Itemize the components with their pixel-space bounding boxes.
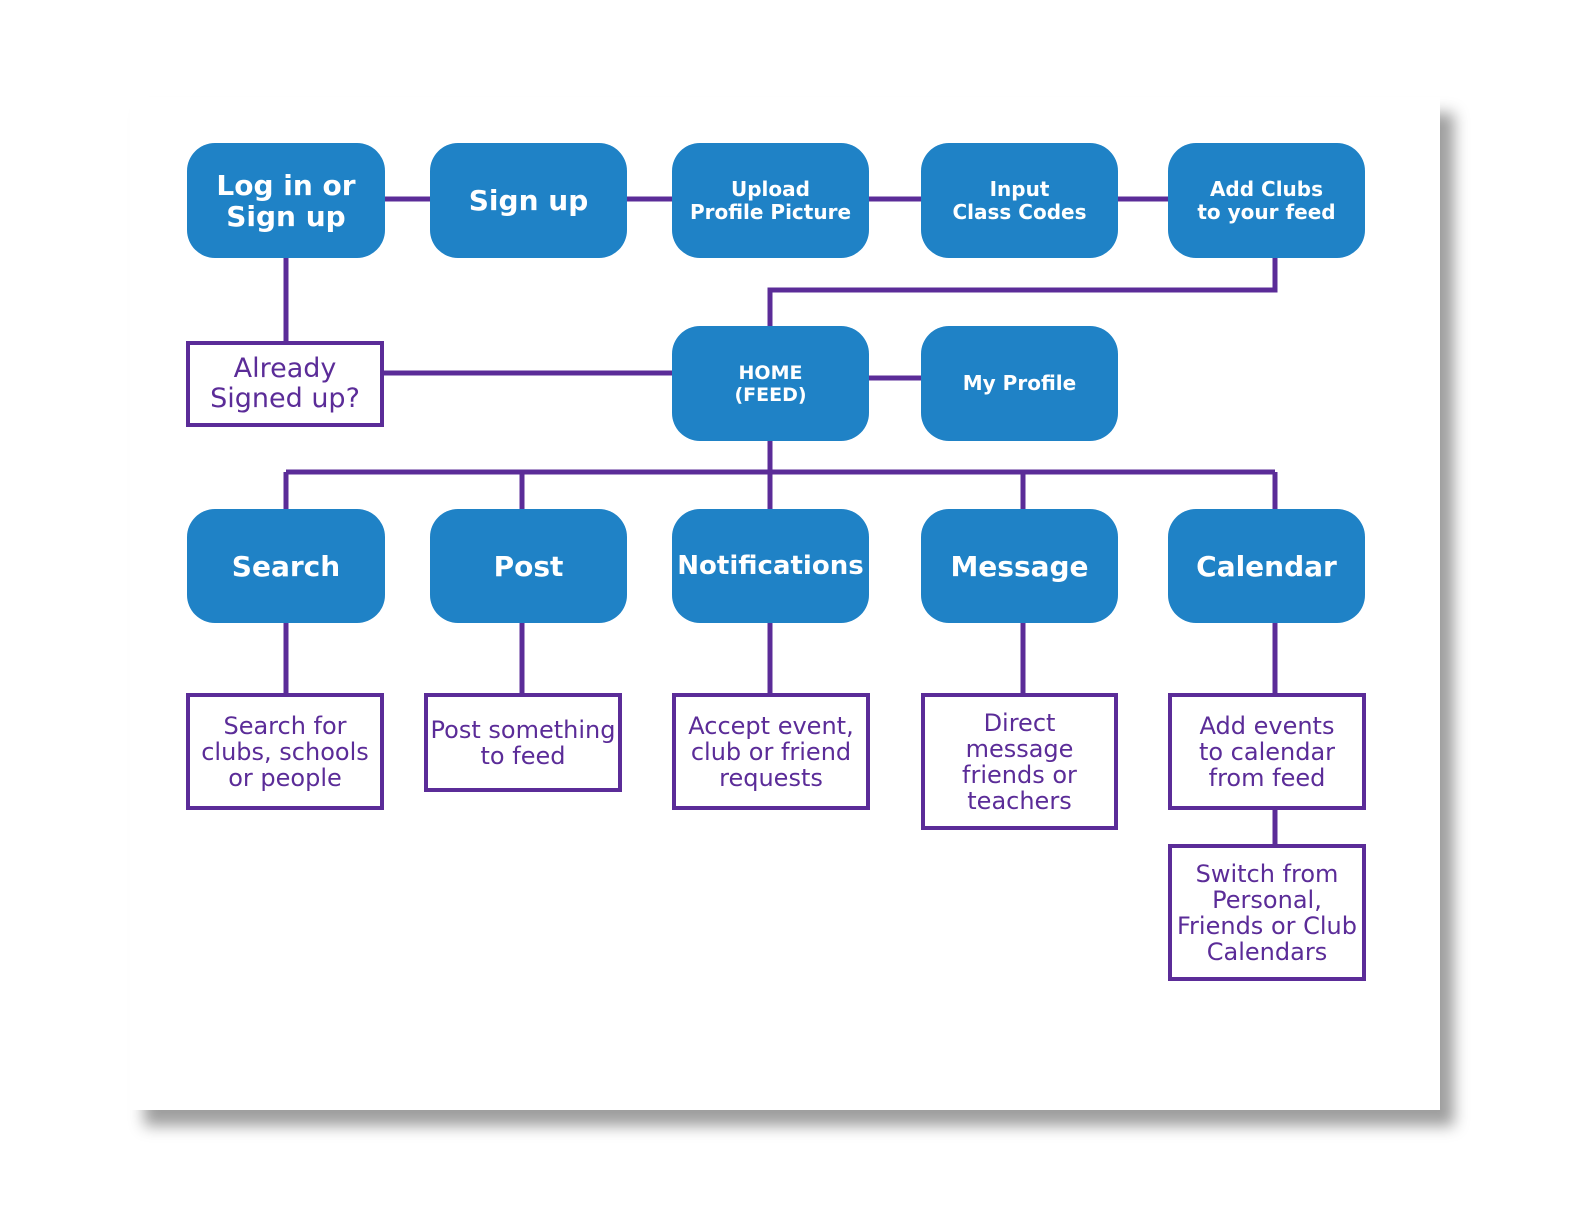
message-node[interactable]: Message [921,509,1118,623]
home-feed-node[interactable]: HOME (FEED) [672,326,869,441]
upload-profile-picture-node[interactable]: Upload Profile Picture [672,143,869,258]
calendar-switch-description: Switch from Personal, Friends or Club Ca… [1168,844,1366,981]
search-node[interactable]: Search [187,509,385,623]
calendar-description: Add events to calendar from feed [1168,693,1366,810]
my-profile-node[interactable]: My Profile [921,326,1118,441]
notifications-description: Accept event, club or friend requests [672,693,870,810]
message-description: Direct message friends or teachers [921,693,1118,830]
login-node[interactable]: Log in or Sign up [187,143,385,258]
already-signed-up-node: Already Signed up? [186,341,384,427]
input-class-codes-node[interactable]: Input Class Codes [921,143,1118,258]
post-description: Post something to feed [424,693,622,792]
signup-node[interactable]: Sign up [430,143,627,258]
notifications-node[interactable]: Notifications [672,509,869,623]
add-clubs-node[interactable]: Add Clubs to your feed [1168,143,1365,258]
post-node[interactable]: Post [430,509,627,623]
search-description: Search for clubs, schools or people [186,693,384,810]
connector-addclubs-home [767,256,1278,328]
calendar-node[interactable]: Calendar [1168,509,1365,623]
